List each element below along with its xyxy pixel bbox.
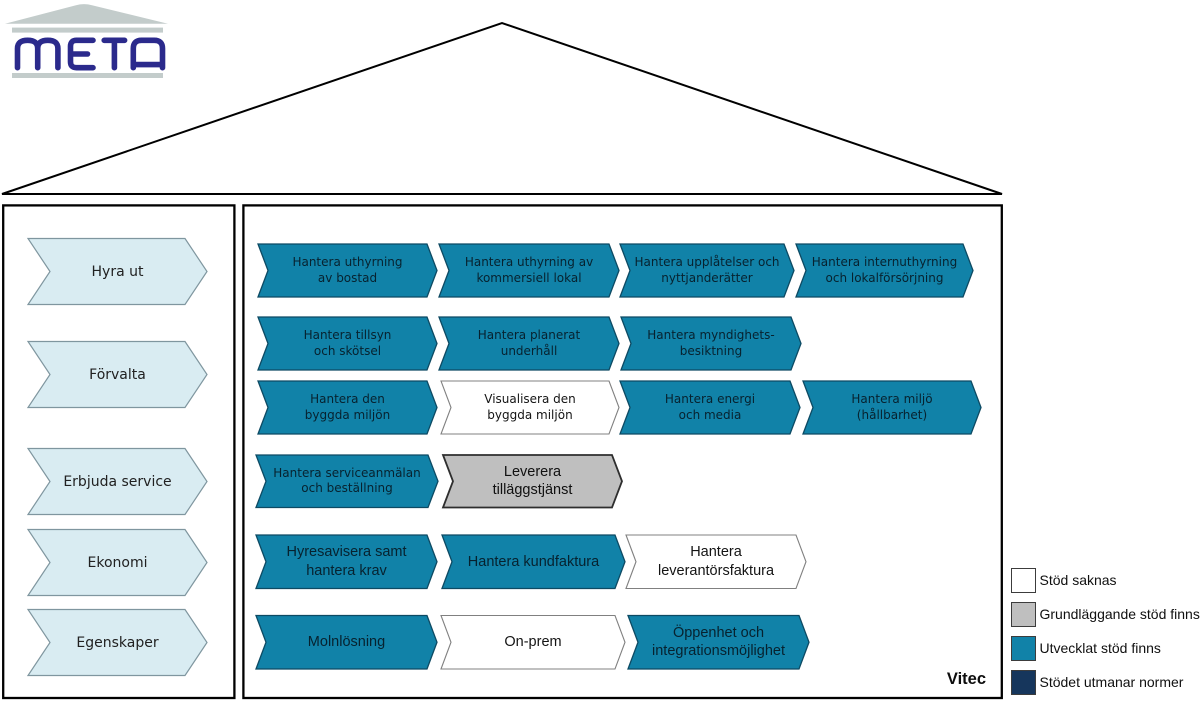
capability-arrow-shape — [440, 380, 620, 435]
legend-item-missing: Stöd saknas — [1011, 567, 1200, 593]
meta-logo-pediment-icon — [5, 4, 168, 24]
capability-arrow-shape — [795, 243, 974, 298]
legend-item-basic: Grundläggande stöd finns — [1011, 601, 1200, 627]
capability-arrow-shape — [257, 380, 438, 435]
capability-arrow-shape — [257, 243, 438, 298]
legend-item-challenging: Stödet utmanar normer — [1011, 669, 1200, 695]
meta-logo-wordmark — [14, 37, 166, 71]
meta-logo-bottom-bar — [12, 73, 163, 78]
meta-logo-top-bar — [12, 27, 163, 33]
capability-arrow-shape — [257, 316, 438, 371]
legend-label-basic: Grundläggande stöd finns — [1039, 605, 1200, 622]
brand-vitec: Vitec — [946, 670, 986, 688]
capability-arrow-shape — [620, 316, 802, 371]
house-roof — [1, 21, 1003, 195]
category-arrow-shape — [26, 237, 208, 306]
capability-arrow-shape — [619, 380, 801, 435]
meta-logo — [5, 4, 168, 78]
capability-arrow-shape — [802, 380, 982, 435]
legend-swatch-challenging — [1011, 669, 1036, 695]
capability-arrow-shape — [619, 243, 795, 298]
legend-label-challenging: Stödet utmanar normer — [1039, 673, 1184, 690]
legend-swatch-basic — [1011, 601, 1036, 627]
capability-arrow-shape — [255, 454, 439, 509]
legend-label-missing: Stöd saknas — [1039, 571, 1117, 588]
category-arrow-shape — [26, 608, 208, 677]
capability-arrow-shape — [438, 316, 620, 371]
capability-arrow-shape — [625, 534, 807, 590]
capability-arrow-shape — [441, 534, 626, 590]
legend-swatch-developed — [1011, 635, 1036, 661]
legend: Stöd saknas Grundläggande stöd finns Utv… — [1011, 567, 1200, 695]
category-arrow-shape — [26, 447, 208, 516]
category-arrow-shape — [26, 528, 208, 597]
capability-arrow-shape — [627, 614, 810, 670]
category-arrow-shape — [26, 340, 208, 409]
legend-swatch-missing — [1011, 567, 1036, 593]
capability-arrow-shape — [440, 614, 626, 670]
capability-arrow-shape — [438, 243, 620, 298]
capability-arrow-shape — [441, 454, 623, 509]
capability-arrow-shape — [255, 614, 438, 670]
capability-arrow-shape — [255, 534, 438, 590]
legend-item-developed: Utvecklat stöd finns — [1011, 635, 1200, 661]
legend-label-developed: Utvecklat stöd finns — [1039, 639, 1161, 656]
